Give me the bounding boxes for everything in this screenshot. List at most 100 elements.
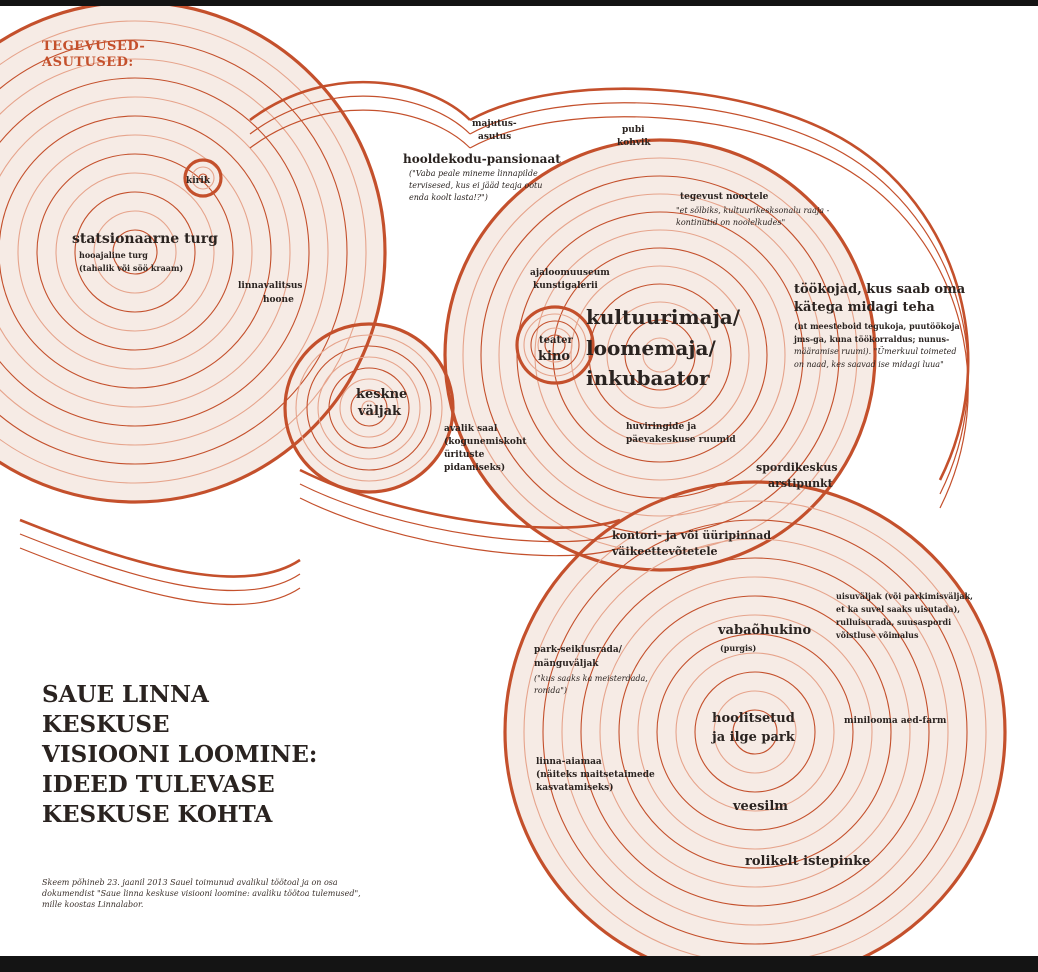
kirik-bubble-fill (185, 160, 221, 196)
band-left-bottom-line (19, 533, 301, 592)
label-spordikeskus: spordikeskus (756, 461, 838, 474)
label-uisuvaljak-3: rulluisurada, suusaspordi (836, 617, 952, 627)
band-top-left-line (249, 109, 471, 149)
central-cluster-ring (606, 301, 714, 409)
label-kultuurimaja: kultuurimaja/ (586, 305, 741, 329)
keskne-cluster-ring (361, 400, 377, 416)
label-tookojad-3: (nt meesteboid tegukoja, puutöökoja (794, 321, 960, 331)
label-loomemaja: loomemaja/ (586, 336, 716, 360)
label-turg-detail: (tahalik või söö kraam) (79, 263, 184, 273)
label-teater: teater (539, 335, 573, 346)
label-statsionaarne-turg: statsionaarne turg (72, 231, 218, 247)
left-cluster-ring (0, 58, 329, 446)
label-park-quote-2: ronida") (534, 686, 568, 695)
label-uisuvaljak-4: võistluse võimalus (836, 630, 919, 640)
central-cluster-ring (534, 229, 786, 481)
legend-title-line2: ASUTUSED: (42, 55, 134, 70)
label-tookojad-4: jms-ga, kuna töökorraldus; nunus- (794, 334, 950, 344)
label-linnavalitsus: linnavalitsus (238, 281, 303, 291)
kino-bubble-ring (537, 327, 573, 363)
band-middle-line (299, 483, 621, 543)
label-kirik: kirik (186, 176, 211, 186)
keskne-cluster-ring (317, 356, 421, 460)
label-uisuvaljak-2: et ka suvel saaks uisutada), (836, 604, 961, 614)
kino-bubble-ring (515, 305, 595, 385)
label-hooldekodu-quote-1: ("Vaba peale mineme linnapilde (409, 169, 538, 178)
bottom-cluster-ring (713, 690, 797, 774)
band-top-left-line (249, 95, 471, 135)
central-cluster-ring (570, 265, 750, 445)
left-cluster-ring (55, 172, 215, 332)
left-cluster-ring (112, 229, 158, 275)
kirik-bubble-ring (183, 158, 223, 198)
central-cluster-ring (498, 193, 822, 517)
kirik-bubble-ring (191, 166, 215, 190)
central-cluster-ring (624, 319, 696, 391)
bottom-cluster-fill (505, 482, 1005, 972)
keskne-cluster-fill (285, 324, 453, 492)
bottom-border (0, 956, 1038, 972)
label-tookojad: töökojad, kus saab oma (794, 282, 966, 297)
band-right-line (859, 148, 970, 481)
label-hooldekodu-quote-3: enda koolt lasta!?") (409, 193, 488, 202)
label-vabaohukino: vabaõhukino (718, 623, 812, 638)
label-kino: kino (538, 349, 571, 364)
central-cluster-ring (480, 175, 840, 535)
label-uisuvaljak: uisuväljak (või parkimisväljak, (836, 591, 973, 601)
band-right-line (859, 163, 969, 495)
label-linna-aiamaa-2: (näiteks maitsetaimede (536, 770, 655, 780)
label-ilge-park: ja ilge park (712, 730, 795, 745)
band-top-line (469, 87, 861, 152)
central-cluster-fill (445, 140, 875, 570)
label-paevakeskus: päevakeskuse ruumid (626, 435, 736, 445)
central-cluster-ring (588, 283, 732, 427)
left-cluster-ring (0, 20, 367, 484)
label-asutus: asutus (478, 132, 512, 142)
bottom-cluster-ring (580, 557, 930, 907)
label-avalik-saal-2: (kogunemiskoht (444, 437, 527, 447)
bottom-cluster-ring (675, 652, 835, 812)
bottom-cluster-ring (618, 595, 892, 869)
band-top-line (469, 116, 861, 179)
label-majutus: majutus- (472, 119, 517, 129)
central-cluster-ring (462, 157, 858, 553)
label-hooldekodu-quote-2: tervisesed, kus ei jääd teaja ootu (409, 181, 543, 190)
label-park-quote-1: ("kus saaks ka meisterdada, (534, 674, 648, 683)
bottom-cluster-ring (656, 633, 854, 831)
kirik-bubble-ring (198, 173, 208, 183)
label-park-seiklusrada: park-seiklusrada/ (534, 645, 622, 655)
label-avalik-saal: avalik saal (444, 424, 498, 434)
label-veesilm: veesilm (733, 799, 789, 814)
label-vaikeettevotetele: väikeettevõtetele (612, 545, 718, 558)
label-ajaloomuuseum: ajaloomuuseum (530, 268, 610, 278)
left-cluster-ring (36, 153, 234, 351)
label-purgis: (purgis) (720, 643, 757, 653)
left-cluster-ring (0, 96, 291, 408)
band-top-line (469, 102, 861, 165)
label-hooajaline-turg: hooajaline turg (79, 250, 148, 260)
band-left-bottom-line (19, 547, 301, 606)
label-keskne: keskne (356, 387, 408, 402)
band-right-line (859, 177, 969, 509)
left-cluster-ring (93, 210, 177, 294)
keskne-cluster-ring (295, 334, 443, 482)
band-left-bottom-line (19, 518, 301, 578)
keskne-cluster-ring (306, 345, 432, 471)
kino-bubble-ring (530, 320, 580, 370)
label-tookojad-2: kätega midagi teha (794, 300, 935, 315)
bottom-cluster-ring (542, 519, 968, 945)
band-middle-line (299, 497, 621, 557)
kino-bubble-ring (523, 313, 587, 377)
label-hoone: hoone (263, 295, 294, 305)
band-top-left-line (249, 80, 471, 122)
central-cluster-ring (443, 138, 877, 572)
label-tegevust-quote-1: "et sõlbiks, kultuurikesksonalu raaja - (676, 206, 830, 215)
bottom-cluster-ring (694, 671, 816, 793)
label-huviringide: huviringide ja (626, 422, 697, 432)
label-tegevust-noortele: tegevust noortele (680, 192, 769, 202)
keskne-cluster-ring (350, 389, 388, 427)
label-kohvik: kohvik (617, 138, 651, 148)
legend-title-line1: TEGEVUSED- (42, 39, 146, 54)
bottom-cluster-ring (561, 538, 949, 926)
